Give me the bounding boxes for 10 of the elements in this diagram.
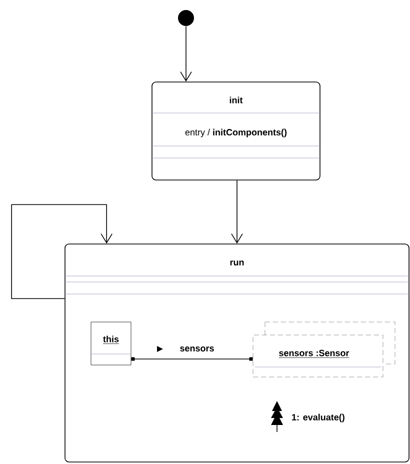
link-line: [131, 357, 253, 361]
multi-object-box: sensors :Sensor: [252, 322, 396, 378]
transition-arrow: [231, 180, 243, 244]
state-box: init entry / initComponents(): [152, 82, 320, 180]
message-label: 1: evaluate(): [292, 414, 344, 422]
object-box: this: [90, 322, 132, 366]
transition-arrow: [180, 26, 192, 82]
transition-arrow: [11, 204, 112, 299]
initial-state-dot: [178, 10, 194, 26]
edge-label: sensors: [178, 346, 216, 352]
